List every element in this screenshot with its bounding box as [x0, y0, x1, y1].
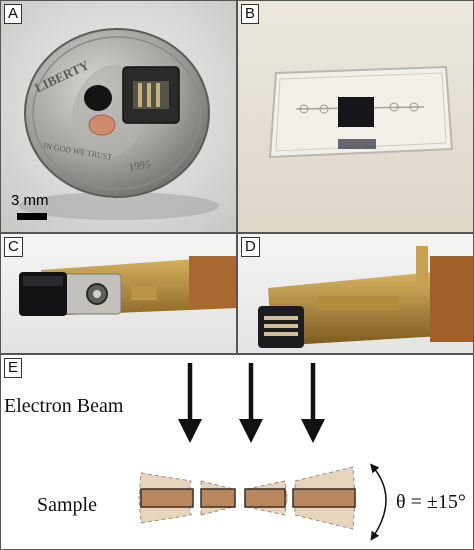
panel-e-diagram: [1, 355, 473, 549]
panel-a-label: A: [4, 4, 23, 24]
panel-c-label: C: [4, 237, 23, 257]
sample-segment: [244, 488, 286, 508]
sample-label: Sample: [37, 494, 97, 516]
panel-e-label: E: [4, 358, 23, 378]
sample-segment: [200, 488, 236, 508]
tilt-angle-label: θ = ±15°: [396, 491, 466, 513]
coin-year-text: 1995: [128, 159, 152, 174]
electron-beam-label: Electron Beam: [4, 395, 124, 417]
panel-d-photo: [238, 234, 473, 353]
panel-c: C: [0, 233, 237, 354]
chip-in-holder: [338, 97, 374, 127]
sample-bar: [140, 488, 356, 508]
electron-beam-arrows: [178, 363, 325, 443]
chip-round-dark: [84, 85, 112, 111]
sample-segment: [140, 488, 194, 508]
panel-d: D: [237, 233, 474, 354]
panel-c-photo: [1, 234, 236, 353]
scale-label: 3 mm: [11, 192, 49, 209]
panel-a-photo: LIBERTY IN GOD WE TRUST 1995: [1, 1, 236, 232]
chip-round-copper: [88, 114, 116, 136]
panel-b-label: B: [241, 4, 260, 24]
sample-segment: [292, 488, 356, 508]
panel-b-photo: [238, 1, 473, 232]
panel-d-label: D: [241, 237, 260, 257]
panel-a: LIBERTY IN GOD WE TRUST 1995 A 3 mm: [0, 0, 237, 233]
tilt-arc-arrow: [370, 463, 387, 541]
panel-e: E: [0, 354, 474, 550]
scale-bar: [17, 213, 47, 220]
panel-b: B: [237, 0, 474, 233]
